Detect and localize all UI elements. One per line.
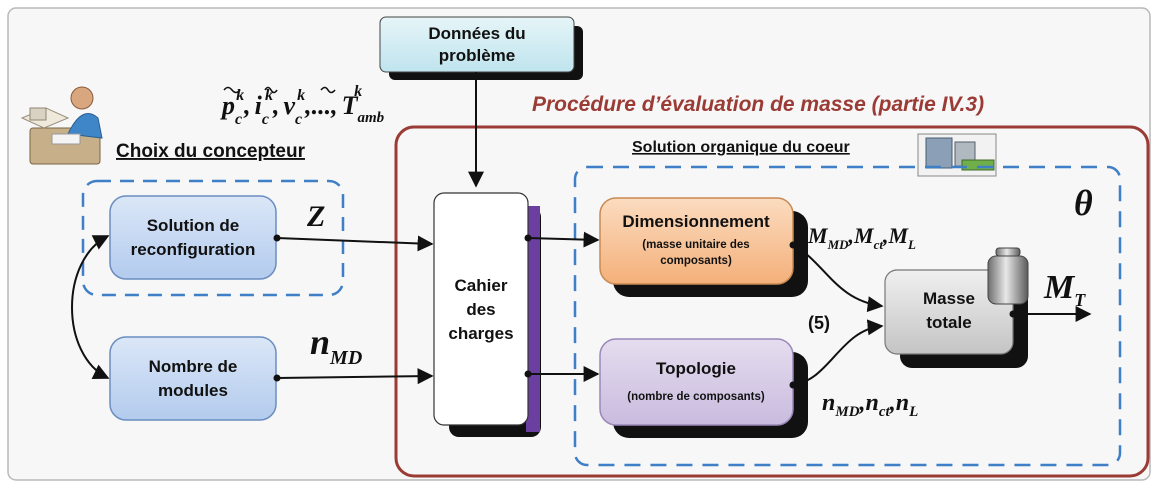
svg-text:des: des [466, 300, 495, 319]
svg-text:composants): composants) [660, 255, 732, 267]
designer-dashed-region [81, 179, 345, 297]
svg-text:Dimensionnement: Dimensionnement [622, 212, 770, 231]
svg-text:Nombre de: Nombre de [149, 357, 238, 376]
organic-dashed-region [573, 165, 1122, 467]
svg-text:reconfiguration: reconfiguration [131, 240, 256, 259]
nombre-modules-box: Nombre de modules [109, 336, 277, 421]
core-hardware-icon [917, 133, 997, 177]
cahier-des-charges-box: Cahier des charges [433, 192, 541, 437]
weight-icon [987, 247, 1029, 305]
procedure-region [394, 125, 1150, 478]
donnees-label-1: Données du [428, 24, 525, 43]
m-outputs: MMD,Mct,ML [807, 223, 916, 252]
svg-text:totale: totale [926, 313, 971, 332]
donnees-label-2: problème [439, 46, 516, 65]
svg-text:Cahier: Cahier [455, 276, 508, 295]
var-i: i [255, 91, 263, 120]
svg-text:Topologie: Topologie [656, 359, 736, 378]
var-T-sub: amb [358, 110, 385, 126]
designer-icon [20, 86, 103, 165]
theta-symbol: θ [1074, 183, 1093, 223]
var-p-sup: k [236, 87, 244, 104]
mt-output: MT [1043, 269, 1086, 310]
n-md-symbol: nMD [310, 322, 362, 369]
topologie-box: Topologie (nombre de composants) [599, 338, 808, 438]
svg-text:Solution de: Solution de [147, 216, 240, 235]
svg-text:(nombre de composants): (nombre de composants) [627, 391, 765, 403]
solution-reconfiguration-box: Solution de reconfiguration [109, 195, 277, 280]
svg-text:pck,ick,vck,...,Tambk: pck,ick,vck,...,Tambk [220, 83, 385, 128]
designer-title: Choix du concepteur [116, 141, 306, 162]
equation-ref: (5) [808, 313, 830, 333]
procedure-title: Procédure d’évaluation de masse (partie … [532, 93, 984, 116]
var-v: v [283, 91, 295, 120]
svg-text:(masse unitaire des: (masse unitaire des [642, 239, 749, 251]
svg-text:charges: charges [448, 324, 513, 343]
svg-text:Masse: Masse [923, 289, 975, 308]
link-solution-nombre [71, 235, 110, 379]
svg-text:modules: modules [158, 381, 228, 400]
organic-title: Solution organique du coeur [632, 139, 850, 156]
var-p: p [220, 91, 235, 120]
z-symbol: Z [306, 200, 325, 233]
donnees-box: Données du problème [379, 16, 583, 80]
var-p-sub: c [235, 111, 242, 128]
n-outputs: nMD,nct,nL [822, 390, 918, 420]
profile-variables: pck,ick,vck,...,Tambk [220, 83, 385, 128]
dimensionnement-box: Dimensionnement (masse unitaire des comp… [599, 197, 808, 297]
var-T-sup: k [354, 83, 362, 100]
var-T: T [342, 91, 359, 120]
